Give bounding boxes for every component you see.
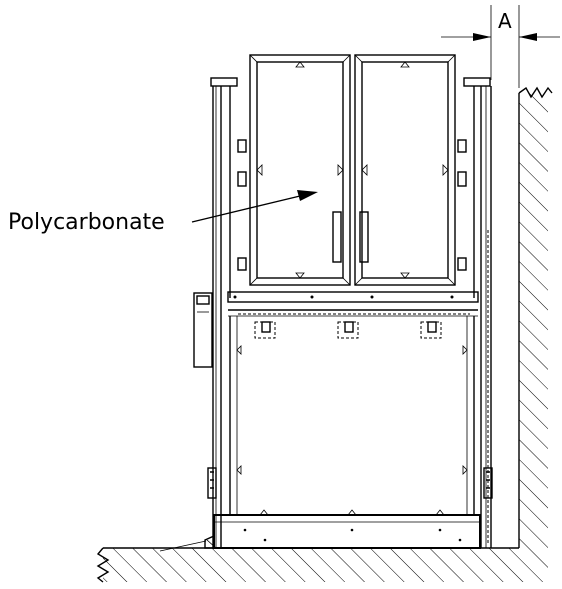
- callout-arrowhead: [297, 190, 318, 201]
- dimension-arrow-right: [519, 33, 537, 41]
- gate-panel-right: [354, 54, 456, 286]
- rail-brackets: [254, 321, 442, 339]
- callout-leader-line: [191, 195, 301, 223]
- platform-base: [204, 514, 481, 549]
- dimension-arrow-left: [473, 33, 491, 41]
- gate-panel-left: [249, 54, 351, 286]
- polycarbonate-callout: Polycarbonate: [8, 190, 318, 235]
- left-mast: [206, 77, 247, 549]
- control-box: [193, 292, 213, 368]
- polycarbonate-label: Polycarbonate: [8, 210, 165, 235]
- dimension-label-a: A: [498, 9, 512, 33]
- building-section: [96, 86, 553, 583]
- platform-top-rail: [227, 291, 479, 317]
- right-mast: [457, 77, 493, 548]
- floor-break-line: [96, 547, 110, 583]
- platform-body: [229, 316, 475, 516]
- ramp-leader-line: [159, 540, 207, 552]
- wall-break-line: [518, 86, 553, 99]
- dimension-a: A: [441, 5, 560, 88]
